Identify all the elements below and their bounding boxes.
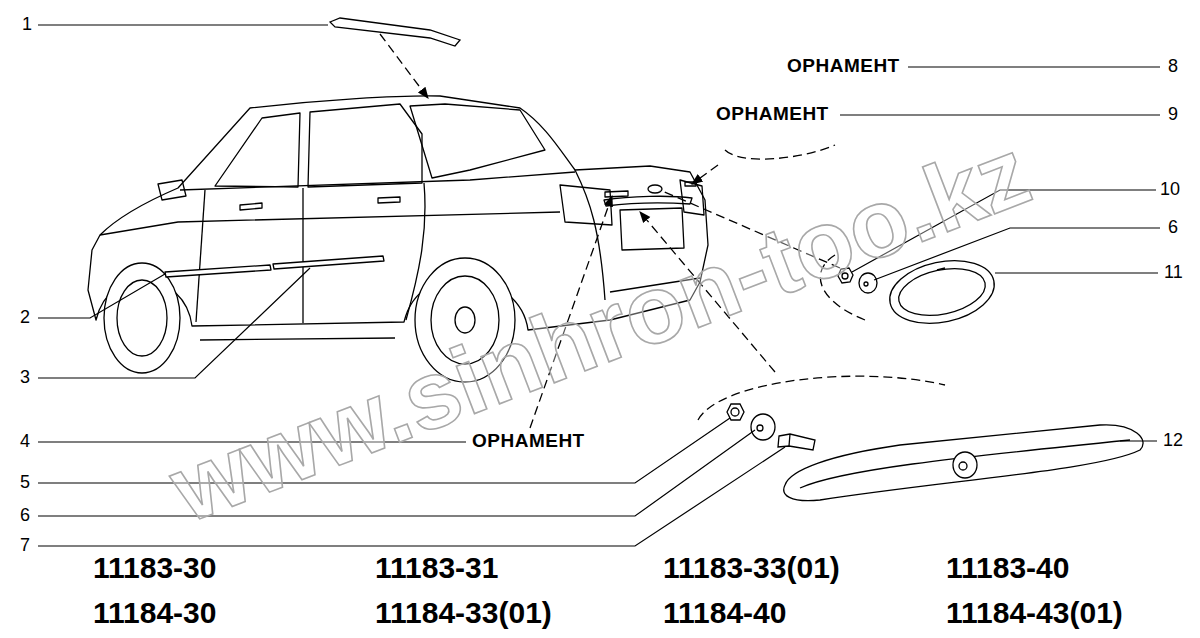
car-body (104, 263, 180, 373)
callout-number: 6 (20, 505, 30, 527)
car-body (180, 172, 575, 190)
part-drawing (953, 452, 977, 478)
car-body (648, 185, 662, 193)
car-body (117, 280, 167, 356)
model-code: 11183-31 (375, 553, 498, 583)
callout-number: 12 (1163, 430, 1183, 452)
model-code: 11184-30 (93, 598, 216, 628)
leader-line (38, 268, 310, 378)
leader-line (38, 24, 328, 25)
part-drawing (894, 261, 989, 322)
leader-line (840, 114, 1160, 115)
part-drawing (757, 425, 763, 431)
car-body (302, 188, 303, 323)
callout-number: 9 (1168, 104, 1178, 126)
car-body (200, 338, 395, 340)
car-body (273, 256, 384, 269)
part-drawing (800, 440, 1130, 488)
callout-number: 6 (1168, 217, 1178, 239)
leader-line (995, 272, 1158, 273)
car-body (100, 212, 560, 235)
callout-number: 5 (20, 472, 30, 494)
callout-number: 4 (20, 431, 30, 453)
car-body (378, 197, 400, 203)
dashed-leader (380, 34, 428, 98)
model-code: 11184-33(01) (375, 598, 552, 628)
leader-line (38, 25, 1160, 546)
ornament-label: ОРНАМЕНТ (470, 430, 587, 453)
callout-number: 11 (1164, 262, 1183, 284)
car-body (560, 185, 612, 225)
callout-number: 8 (1168, 56, 1178, 78)
model-code: 11183-30 (93, 553, 216, 583)
ornament-label: ОРНАМЕНТ (785, 55, 902, 78)
car-body (158, 180, 186, 200)
part-drawing (784, 425, 1143, 501)
part-drawing (959, 462, 967, 470)
ornament-label: ОРНАМЕНТ (714, 103, 831, 126)
callout-number: 10 (1160, 179, 1180, 201)
leader-line (908, 66, 1160, 67)
model-code: 11183-33(01) (663, 553, 840, 583)
part-drawing (789, 434, 790, 446)
part-drawing (751, 414, 775, 440)
car-body (308, 104, 422, 187)
dashed-leader (725, 145, 835, 159)
car-body (605, 191, 628, 197)
car-body (240, 203, 262, 210)
part-drawing (330, 18, 460, 46)
leader-line (38, 274, 165, 318)
car-body (410, 104, 545, 178)
car-body (620, 208, 684, 250)
dashed-leader (692, 165, 718, 184)
callout-number: 1 (22, 14, 32, 36)
car-body (215, 113, 300, 187)
callout-number: 7 (20, 535, 30, 557)
leader-line (38, 447, 785, 546)
dashed-leader (698, 376, 945, 420)
model-code: 11183-40 (946, 553, 1069, 583)
part-drawing (731, 408, 739, 416)
model-code: 11184-40 (663, 598, 786, 628)
callout-number: 3 (20, 367, 30, 389)
part-drawing (864, 282, 868, 286)
car-body (165, 265, 271, 277)
leader-line (1120, 440, 1157, 441)
watermark: www.sinhron-too.kz (159, 122, 1041, 537)
car-body (196, 190, 205, 322)
callout-number: 2 (20, 307, 30, 329)
model-code: 11184-43(01) (946, 598, 1123, 628)
part-drawing (937, 268, 945, 270)
